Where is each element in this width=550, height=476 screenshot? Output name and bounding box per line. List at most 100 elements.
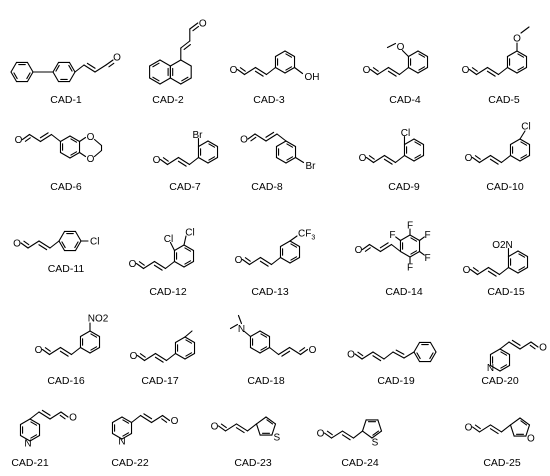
dioxane-oxygen: O [87,132,95,143]
bond-line [38,244,48,251]
bond-line [274,50,286,58]
bond-line [500,364,508,369]
bond-line [159,158,169,166]
bond-line [519,154,531,162]
bond-line [59,151,71,159]
bond-line [429,341,437,353]
bond-line [499,364,511,372]
bond-line [177,156,191,166]
bond-line [183,44,191,51]
aldehyde-oxygen: O [235,255,243,266]
bond-line [254,133,267,142]
bond-line [413,351,421,363]
bond-line [489,154,503,164]
amine-nitrogen: N [238,324,245,335]
compound-label: CAD-14 [385,286,423,298]
bond-line [108,62,115,68]
compound-label: CAD-18 [247,375,285,387]
bond-line [489,428,499,435]
aldehyde-oxygen: O [363,65,371,76]
bond-line [143,352,157,362]
bond-line [49,240,60,249]
bond-line [259,330,271,338]
bond-line [478,424,492,433]
bond-line [394,154,406,164]
bond-line [418,53,426,58]
bond-line [184,260,192,265]
aldehyde-oxygen: O [13,239,21,250]
bond-line [60,411,69,418]
bond-line [20,242,29,249]
bond-line [392,351,405,359]
bond-line [19,418,31,426]
bond-line [372,154,386,164]
bond-line [89,346,101,354]
compound-label: CAD-11 [48,263,85,275]
bond-line [78,151,87,158]
bond-line [79,346,91,354]
bond-line [407,66,419,74]
bond-line [29,418,41,426]
bond-line [237,314,243,325]
bond-line [383,154,397,164]
compound-label: CAD-17 [141,375,179,387]
bond-line [518,266,526,271]
compound-label: CAD-7 [169,181,201,193]
bond-line [281,350,291,357]
bond-line [519,130,526,140]
bond-line [299,348,309,356]
bond-line [472,267,479,272]
bond-line [111,416,123,424]
bond-line [243,330,252,338]
bond-line [285,156,297,164]
bond-line [498,266,510,276]
bond-line [383,158,393,165]
bond-line [520,420,528,426]
bond-line [26,72,31,80]
bond-line [285,140,297,148]
bond-line [243,66,257,76]
bond-line [184,336,196,344]
bond-line [289,256,301,264]
bond-line [413,341,421,353]
bond-line [383,351,394,360]
aldehyde-oxygen: O [230,65,238,76]
bond-line [174,336,186,344]
bond-line [372,351,385,360]
aldehyde-oxygen: O [462,65,470,76]
bond-line [74,240,82,252]
nitro-label: NO2 [88,314,109,325]
bond-line [69,151,81,159]
bond-line [372,355,382,362]
bond-line [387,70,397,77]
bond-line [197,156,209,164]
bond-line [241,258,251,266]
bond-line [499,348,511,356]
bond-line [48,346,62,356]
bond-line [361,351,374,360]
fluorine-label: F [389,230,395,241]
bond-line [41,348,51,356]
bond-line [471,426,481,433]
bond-line [29,411,40,420]
bond-line [519,417,531,426]
bond-line [153,264,163,271]
bond-line [26,71,34,83]
bond-line [152,76,160,82]
bond-line [410,250,418,255]
bond-line [294,156,305,164]
bond-line [180,40,191,49]
bond-line [59,135,71,143]
bond-line [476,266,490,276]
bond-line [83,64,96,73]
bond-line [58,230,66,242]
methoxy-oxygen: O [513,34,521,45]
bond-line [153,260,167,270]
bond-line [517,66,525,71]
compound-label: CAD-21 [11,457,49,469]
